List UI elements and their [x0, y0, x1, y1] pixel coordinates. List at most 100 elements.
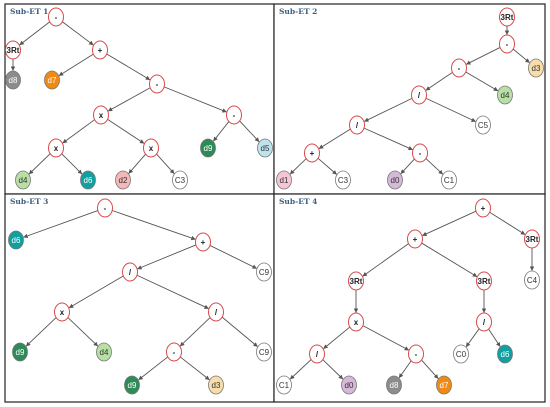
node-shape: [335, 170, 351, 190]
tree-edge: [363, 127, 413, 151]
tree-edge: [179, 317, 211, 347]
leaf-node-c1: C1: [276, 375, 292, 395]
tree-edge: [163, 86, 227, 113]
node-shape: [348, 271, 364, 291]
node-label: +: [310, 149, 315, 158]
leaf-node-d5: d5: [257, 138, 273, 158]
tree-edge: [322, 359, 344, 380]
node-shape: [257, 138, 273, 158]
node-shape: [476, 271, 492, 291]
operator-node-divide: /: [349, 115, 365, 135]
operator-node-3rt: 3Rt: [348, 271, 364, 291]
operator-node-plus: +: [407, 229, 423, 249]
node-label: d7: [48, 76, 57, 85]
tree-edge: [179, 356, 210, 381]
tree-edge: [62, 21, 94, 46]
panel-title: Sub-ET 4: [279, 197, 317, 206]
node-shape: [172, 170, 188, 190]
node-shape: [451, 58, 467, 78]
node-shape: [453, 344, 469, 364]
leaf-node-d9: d9: [124, 375, 140, 395]
tree-edge: [318, 128, 351, 149]
operator-node-plus: +: [475, 198, 491, 218]
node-label: -: [506, 40, 509, 49]
edges: [289, 210, 535, 380]
node-shape: [475, 115, 491, 135]
node-label: C3: [175, 176, 186, 185]
operator-node-divide: /: [122, 262, 138, 282]
node-shape: [115, 170, 131, 190]
node-shape: [208, 302, 224, 322]
node-label: x: [60, 308, 65, 317]
panel-title: Sub-ET 2: [279, 7, 317, 16]
node-label: x: [54, 144, 59, 153]
node-label: d0: [345, 381, 354, 390]
tree-edge: [425, 72, 453, 91]
node-label: +: [481, 204, 486, 213]
node-label: 3Rt: [478, 277, 491, 286]
operator-node-multiply: x: [348, 312, 364, 332]
node-shape: [256, 342, 272, 362]
node-label: -: [458, 64, 461, 73]
node-shape: [276, 375, 292, 395]
node-shape: [124, 375, 140, 395]
node-label: /: [316, 350, 319, 359]
node-label: /: [418, 91, 421, 100]
leaf-node-d0: d0: [341, 375, 357, 395]
operator-node-divide: /: [476, 312, 492, 332]
tree-edge: [364, 97, 413, 122]
node-shape: [48, 7, 64, 27]
node-label: 3Rt: [526, 235, 539, 244]
leaf-node-c1: C1: [441, 170, 457, 190]
node-shape: [122, 262, 138, 282]
tree-edge: [137, 244, 197, 270]
tree-edge: [221, 316, 258, 347]
leaf-node-d2: d2: [115, 170, 131, 190]
node-label: -: [419, 149, 422, 158]
operator-node-minus: -: [48, 7, 64, 27]
operator-node-multiply: x: [143, 138, 159, 158]
node-label: d4: [19, 176, 28, 185]
node-label: -: [173, 348, 176, 357]
leaf-node-d6: d6: [497, 344, 513, 364]
leaf-node-c9: C9: [256, 262, 272, 282]
node-shape: [256, 262, 272, 282]
tree-edge: [489, 211, 526, 235]
operator-node-minus: -: [499, 34, 515, 54]
node-label: d6: [12, 236, 21, 245]
node-label: C3: [338, 176, 349, 185]
tree-edge: [362, 243, 409, 277]
operator-node-plus: +: [92, 40, 108, 60]
panel-frame: [273, 193, 546, 403]
leaf-node-d4: d4: [96, 342, 112, 362]
leaf-node-d3: d3: [208, 375, 224, 395]
node-shape: [12, 342, 28, 362]
leaf-node-c3: C3: [172, 170, 188, 190]
node-label: d6: [84, 176, 93, 185]
operator-node-plus: +: [195, 232, 211, 252]
node-label: 3Rt: [350, 277, 363, 286]
node-label: +: [201, 238, 206, 247]
leaf-node-c0: C0: [453, 344, 469, 364]
node-shape: [348, 312, 364, 332]
node-shape: [195, 232, 211, 252]
operator-node-minus: -: [408, 344, 424, 364]
node-label: -: [415, 350, 418, 359]
leaf-node-c5: C5: [475, 115, 491, 135]
node-label: d9: [128, 381, 137, 390]
node-label: d8: [9, 76, 18, 85]
tree-edge: [398, 360, 412, 379]
tree-edge: [61, 153, 83, 175]
tree-edge: [289, 158, 307, 175]
node-shape: [436, 375, 452, 395]
node-shape: [93, 105, 109, 125]
node-label: x: [149, 144, 154, 153]
tree-edge: [19, 21, 50, 46]
node-label: C1: [444, 176, 455, 185]
node-label: -: [104, 204, 107, 213]
panel-title: Sub-ET 1: [10, 7, 48, 16]
